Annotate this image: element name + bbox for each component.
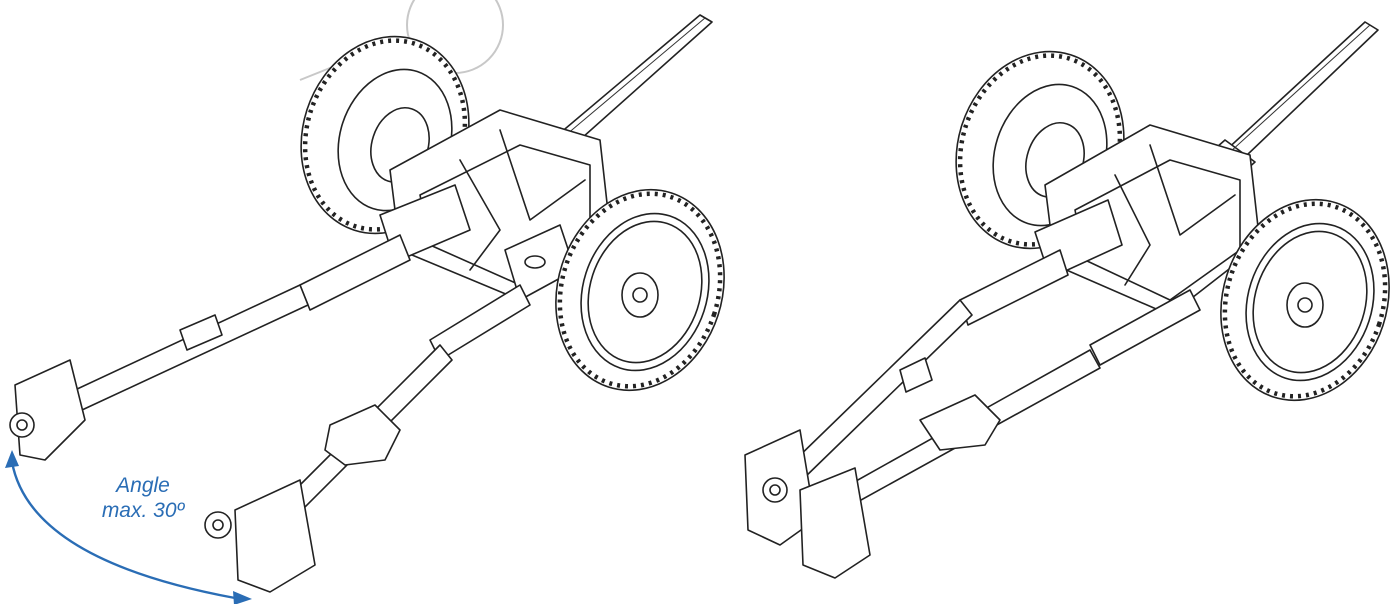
- annotation-line-2: max. 30º: [101, 499, 185, 522]
- angle-arrow: [5, 450, 252, 604]
- annotation-line-1: Angle: [116, 474, 170, 497]
- trail-left: [9, 234, 411, 461]
- gun-trails-spread-open: [5, 14, 725, 604]
- trail-right: [204, 284, 531, 593]
- angle-annotation: Angle max. 30º: [78, 473, 208, 523]
- wheel-front: [1220, 198, 1390, 402]
- carriage: [1034, 124, 1261, 316]
- trails-closed: [744, 249, 1201, 579]
- carriage: [379, 109, 611, 301]
- wheel-front: [555, 188, 725, 392]
- gun-trails-closed-together: [744, 21, 1390, 579]
